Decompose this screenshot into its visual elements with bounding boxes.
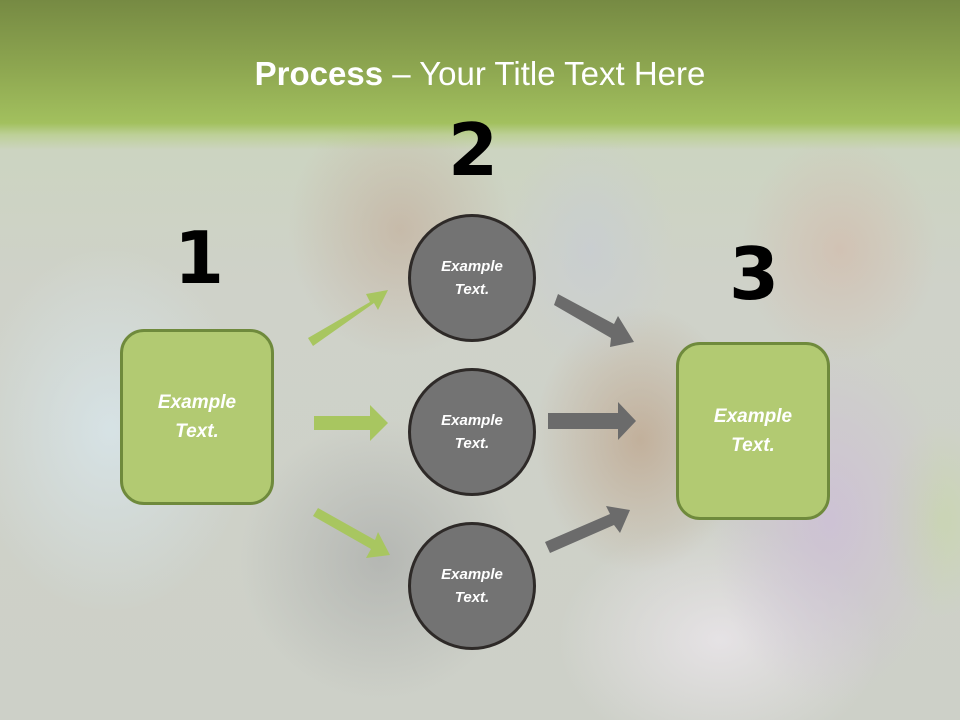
circle-bottom-text: Example Text. [441,563,503,609]
title-rest: – Your Title Text Here [383,55,706,92]
green-arrow-right-icon [314,405,388,441]
circle-bottom-line2: Text. [454,589,490,606]
step-3-box[interactable]: Example Text. [676,342,830,520]
step-3-text-line1: Example [713,406,793,427]
step-1-text-line1: Example [157,392,237,413]
circle-bottom-line1: Example [441,566,503,583]
gray-arrow-right-icon [548,402,636,440]
step-2-circle-top[interactable]: Example Text. [408,214,536,342]
step-1-text: Example Text. [158,388,236,446]
circle-top-line2: Text. [454,281,490,298]
slide-title: Process – Your Title Text Here [0,52,960,96]
circle-middle-text: Example Text. [441,409,503,455]
circle-middle-line2: Text. [454,435,490,452]
gray-arrow-up-right-icon [545,506,630,553]
step-2-circle-bottom[interactable]: Example Text. [408,522,536,650]
step-number-1: 1 [173,216,225,300]
circle-top-text: Example Text. [441,255,503,301]
title-band [0,0,960,150]
step-3-text-line2: Text. [731,435,775,456]
green-arrow-up-right-icon [308,290,388,346]
step-number-2: 2 [447,108,499,192]
step-1-text-line2: Text. [175,421,219,442]
step-2-circle-middle[interactable]: Example Text. [408,368,536,496]
step-1-box[interactable]: Example Text. [120,329,274,505]
gray-arrow-down-right-icon [554,294,634,347]
title-bold: Process [254,55,384,92]
step-number-3: 3 [728,232,780,316]
step-3-text: Example Text. [714,402,792,460]
circle-middle-line1: Example [441,412,503,429]
green-arrow-down-right-icon [313,508,390,558]
circle-top-line1: Example [441,258,503,275]
